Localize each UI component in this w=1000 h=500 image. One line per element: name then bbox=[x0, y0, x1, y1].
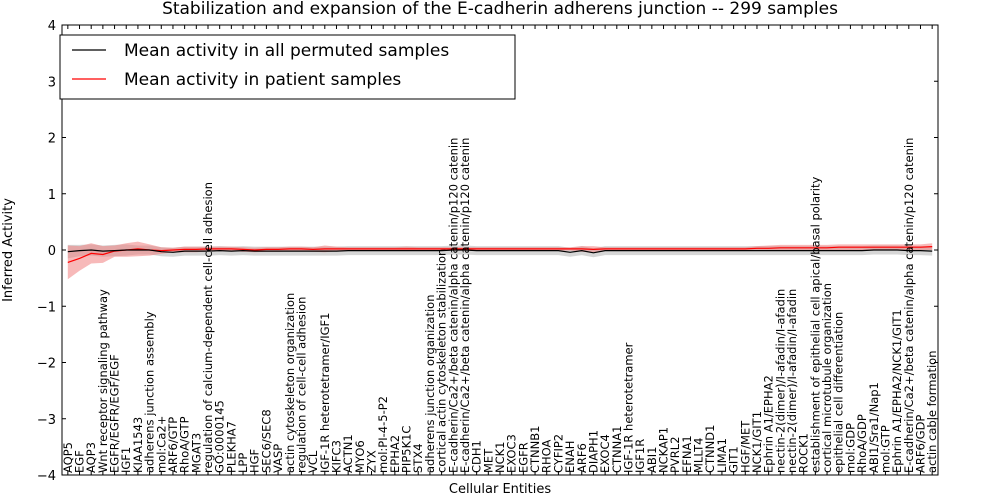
x-category-label: NCK1 bbox=[493, 442, 507, 474]
x-category-label: NCKAP1 bbox=[657, 427, 671, 473]
x-category-label: establishment of epithelial cell apical/… bbox=[808, 177, 822, 473]
x-category-label: MET bbox=[481, 448, 495, 473]
x-category-label: LIMA1 bbox=[715, 438, 729, 473]
series-lines bbox=[67, 246, 933, 263]
chart-title: Stabilization and expansion of the E-cad… bbox=[162, 0, 838, 19]
x-category-label: PIP5K1C bbox=[400, 426, 414, 473]
x-category-label: EGFR/EGFR/EGF/EGF bbox=[108, 354, 122, 473]
x-category-label: CTNNA1 bbox=[610, 426, 624, 473]
y-tick-label: 2 bbox=[48, 132, 56, 147]
x-category-label: ABI1 bbox=[645, 447, 659, 473]
x-category-label: ROCK1 bbox=[797, 433, 811, 473]
x-category-label: EFNA1 bbox=[680, 435, 694, 473]
x-category-label: LPP bbox=[236, 453, 250, 473]
x-category-label: ENAH bbox=[563, 441, 577, 473]
x-category-label: CYFIP2 bbox=[551, 434, 565, 473]
y-axis-ticks: −4 −3 −2 −1 0 1 2 3 4 bbox=[37, 19, 938, 484]
x-axis-ticks bbox=[67, 25, 933, 475]
x-category-label: Ephrin A1/EPHA2 bbox=[762, 375, 776, 473]
x-category-label: ARF6/GDP bbox=[914, 415, 928, 473]
x-category-label: PVRL2 bbox=[668, 436, 682, 473]
legend-label-patient: Mean activity in patient samples bbox=[124, 70, 401, 90]
x-category-label: adherens junction organization bbox=[423, 295, 437, 473]
y-tick-label: 1 bbox=[48, 188, 56, 203]
x-category-label: Ephrin A1/EPHA2/NCK1/GIT1 bbox=[890, 309, 904, 473]
y-tick-label: 0 bbox=[48, 244, 56, 259]
x-category-label: actin cable formation bbox=[925, 350, 939, 473]
x-category-label: mol:PI-4-5-P2 bbox=[376, 396, 390, 473]
x-category-label: ABI1/Sra1/Nap1 bbox=[867, 382, 881, 473]
x-category-label: EGF bbox=[73, 450, 87, 473]
x-category-label: RHOA bbox=[540, 440, 554, 473]
x-category-label: GIT1 bbox=[727, 446, 741, 473]
x-category-label: Wnt receptor signaling pathway bbox=[96, 289, 110, 473]
x-category-label: IGF-1R heterotetramer bbox=[622, 342, 636, 473]
legend-label-permuted: Mean activity in all permuted samples bbox=[124, 41, 449, 61]
y-tick-label: −4 bbox=[37, 469, 56, 484]
series-line-permuted bbox=[67, 249, 933, 254]
x-category-label: EPHA2 bbox=[388, 435, 402, 473]
x-category-label: PLEKHA7 bbox=[224, 421, 238, 473]
x-category-label: VASP bbox=[271, 444, 285, 473]
x-category-label: RhoA/GTP bbox=[178, 416, 192, 473]
x-category-label: ZYX bbox=[365, 450, 379, 473]
plot-frame bbox=[61, 24, 939, 476]
x-category-label: AQP5 bbox=[61, 442, 75, 473]
x-category-label: STX4 bbox=[411, 443, 425, 473]
y-tick-label: −2 bbox=[37, 357, 56, 372]
x-category-label: ARF6/GTP bbox=[166, 417, 180, 473]
x-category-label: ACTN1 bbox=[341, 434, 355, 473]
x-category-label: HGF/MET bbox=[738, 420, 752, 473]
x-category-label: mol:GTP bbox=[878, 425, 892, 473]
x-category-label: HGF bbox=[248, 449, 262, 473]
x-category-label: nectin-2(dimer)/I-afadin/I-afadin bbox=[773, 289, 787, 473]
x-category-label: E-cadherin/Ca2+/beta catenin/alpha caten… bbox=[458, 138, 472, 473]
y-tick-label: −3 bbox=[37, 413, 56, 428]
x-category-label: MLLT4 bbox=[692, 438, 706, 474]
x-category-label: actin cytoskeleton organization bbox=[283, 293, 297, 473]
x-category-label: KIAA1543 bbox=[131, 417, 145, 473]
x-category-label: E-cadherin/Ca2+/beta catenin/alpha caten… bbox=[446, 138, 460, 473]
y-axis-label: Inferred Activity bbox=[1, 198, 16, 302]
x-category-label: IGF-1R heterotetramer/IGF1 bbox=[318, 313, 332, 473]
x-axis-label: Cellular Entities bbox=[449, 482, 551, 497]
legend: Mean activity in all permuted samples Me… bbox=[59, 34, 516, 100]
x-category-label: EXOC4 bbox=[598, 434, 612, 473]
x-category-label: RhoA/GDP bbox=[855, 414, 869, 473]
x-category-label: VCL bbox=[306, 450, 320, 473]
x-category-label: epithelial cell differentiation bbox=[832, 312, 846, 473]
x-category-label: EGFR bbox=[516, 442, 530, 473]
x-category-label: AQP3 bbox=[84, 442, 98, 473]
x-category-label: GO:0000145 bbox=[213, 400, 227, 473]
x-category-label: MYO6 bbox=[353, 440, 367, 473]
x-category-label: CDH1 bbox=[470, 440, 484, 473]
x-category-label: IGF1R bbox=[633, 439, 647, 473]
x-category-label: DIAPH1 bbox=[586, 430, 600, 473]
x-category-label: SEC6/SEC8 bbox=[259, 409, 273, 473]
x-category-label: CTNND1 bbox=[703, 425, 717, 473]
x-category-label: mol:Ca2+ bbox=[154, 416, 168, 473]
x-category-label: regulation of calcium-dependent cell-cel… bbox=[201, 182, 215, 473]
x-category-label: KIFC3 bbox=[330, 440, 344, 473]
y-tick-label: 4 bbox=[48, 19, 56, 34]
x-category-label: MGAT3 bbox=[189, 433, 203, 473]
x-category-label: regulation of cell-cell adhesion bbox=[294, 297, 308, 473]
x-category-label: ARF6 bbox=[575, 443, 589, 473]
x-category-label: NCK1/GIT1 bbox=[750, 411, 764, 473]
x-category-label: mol:GDP bbox=[843, 423, 857, 473]
y-tick-label: −1 bbox=[37, 300, 56, 315]
x-category-label: cortical actin cytoskeleton stabilizatio… bbox=[435, 249, 449, 473]
x-category-label: E-cadherin/Ca2+/beta catenin/alpha caten… bbox=[902, 138, 916, 473]
x-category-label: nectin-2(dimer)/I-afadin/I-afadin bbox=[785, 289, 799, 473]
legend-box bbox=[59, 34, 516, 100]
x-category-label: cortical microtubule organization bbox=[820, 283, 834, 473]
y-tick-label: 3 bbox=[48, 75, 56, 90]
x-category-label: CTNNB1 bbox=[528, 426, 542, 473]
x-category-label: IGF1 bbox=[119, 447, 133, 473]
x-category-label: adherens junction assembly bbox=[143, 311, 157, 473]
x-category-label: EXOC3 bbox=[505, 434, 519, 473]
series-line-patient bbox=[67, 246, 933, 263]
